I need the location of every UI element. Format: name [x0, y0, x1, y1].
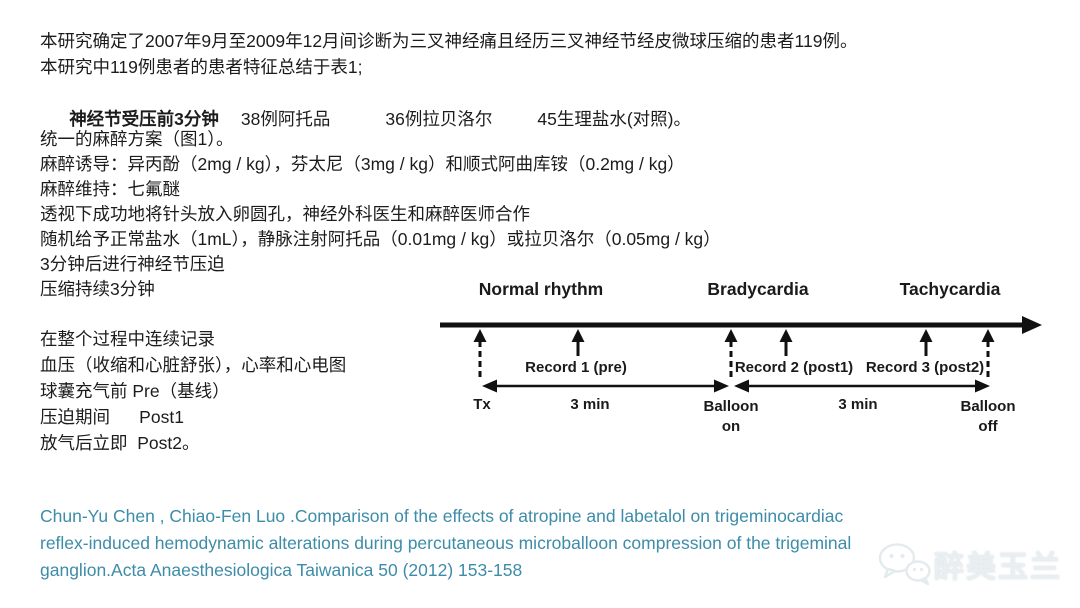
study-line-2: 本研究中119例患者的患者特征总结于表1;	[40, 57, 363, 77]
group-atropine: 38例阿托品	[240, 109, 331, 129]
study-summary: 本研究确定了2007年9月至2009年12月间诊断为三叉神经痛且经历三叉神经节经…	[40, 28, 857, 158]
anesthesia-line-7: 压缩持续3分钟	[40, 279, 155, 299]
monitoring-line-2: 血压（收缩和心脏舒张），心率和心电图	[40, 355, 347, 375]
record2-label: Record 2 (post1)	[735, 359, 853, 376]
citation-line-2: reflex-induced hemodynamic alterations d…	[40, 533, 852, 553]
event-arrow-tx	[473, 329, 487, 380]
phase-tachycardia: Tachycardia	[900, 279, 1001, 299]
anesthesia-line-5: 随机给予正常盐水（1mL），静脉注射阿托品（0.01mg / kg）或拉贝洛尔（…	[40, 229, 721, 249]
interval2-double-arrow	[734, 379, 990, 393]
anesthesia-line-1: 统一的麻醉方案（图1）。	[40, 129, 234, 149]
anesthesia-line-4: 透视下成功地将针头放入卵圆孔，神经外科医生和麻醉医师合作	[40, 204, 530, 224]
event-arrow-balloon-on	[724, 329, 738, 380]
phase-bradycardia: Bradycardia	[707, 279, 808, 299]
anesthesia-line-3: 麻醉维持：七氟醚	[40, 179, 180, 199]
balloon-on-label-line2: on	[722, 418, 740, 435]
timeline-axis	[440, 316, 1042, 334]
record2-arrow	[779, 329, 793, 356]
anesthesia-line-6: 3分钟后进行神经节压迫	[40, 254, 225, 274]
study-line-3-heading: 神经节受压前3分钟	[69, 109, 219, 129]
monitoring-line-5: 放气后立即 Post2。	[40, 433, 200, 453]
watermark: 醉美玉兰	[876, 538, 1076, 590]
balloon-on-label-line1: Balloon	[704, 398, 759, 415]
citation-line-1: Chun-Yu Chen , Chiao-Fen Luo .Comparison…	[40, 506, 844, 526]
record3-label: Record 3 (post2)	[866, 359, 984, 376]
interval2-label: 3 min	[838, 396, 877, 413]
timeline-figure: Normal rhythm Bradycardia Tachycardia	[440, 279, 1042, 435]
monitoring-line-1: 在整个过程中连续记录	[40, 329, 215, 349]
phase-normal-rhythm: Normal rhythm	[479, 279, 603, 299]
group-saline: 45生理盐水(对照)。	[537, 109, 691, 129]
wechat-icon	[878, 543, 931, 586]
study-line-1: 本研究确定了2007年9月至2009年12月间诊断为三叉神经痛且经历三叉神经节经…	[40, 31, 858, 51]
interval1-double-arrow	[482, 379, 729, 393]
event-arrow-balloon-off	[981, 329, 995, 380]
citation: Chun-Yu Chen , Chiao-Fen Luo .Comparison…	[40, 503, 1000, 584]
monitoring-line-3: 球囊充气前 Pre（基线）	[40, 381, 230, 401]
balloon-off-label-line1: Balloon	[961, 398, 1016, 415]
monitoring-line-4: 压迫期间 Post1	[40, 407, 184, 427]
record1-arrow	[571, 329, 585, 356]
group-labetalol: 36例拉贝洛尔	[385, 109, 493, 129]
study-line-3: 神经节受压前3分钟 38例阿托品 36例拉贝洛尔 45生理盐水(对照)。	[40, 80, 857, 158]
citation-line-3: ganglion.Acta Anaesthesiologica Taiwanic…	[40, 560, 523, 580]
record1-label: Record 1 (pre)	[525, 359, 627, 376]
balloon-off-label-line2: off	[978, 418, 998, 435]
monitoring-notes: 在整个过程中连续记录 血压（收缩和心脏舒张），心率和心电图 球囊充气前 Pre（…	[40, 326, 346, 456]
tx-label: Tx	[473, 396, 491, 413]
interval1-label: 3 min	[570, 396, 609, 413]
watermark-text: 醉美玉兰	[934, 551, 1062, 584]
record3-arrow	[919, 329, 933, 356]
anesthesia-protocol: 统一的麻醉方案（图1）。 麻醉诱导：异丙酚（2mg / kg），芬太尼（3mg …	[40, 127, 721, 302]
anesthesia-line-2: 麻醉诱导：异丙酚（2mg / kg），芬太尼（3mg / kg）和顺式阿曲库铵（…	[40, 154, 685, 174]
